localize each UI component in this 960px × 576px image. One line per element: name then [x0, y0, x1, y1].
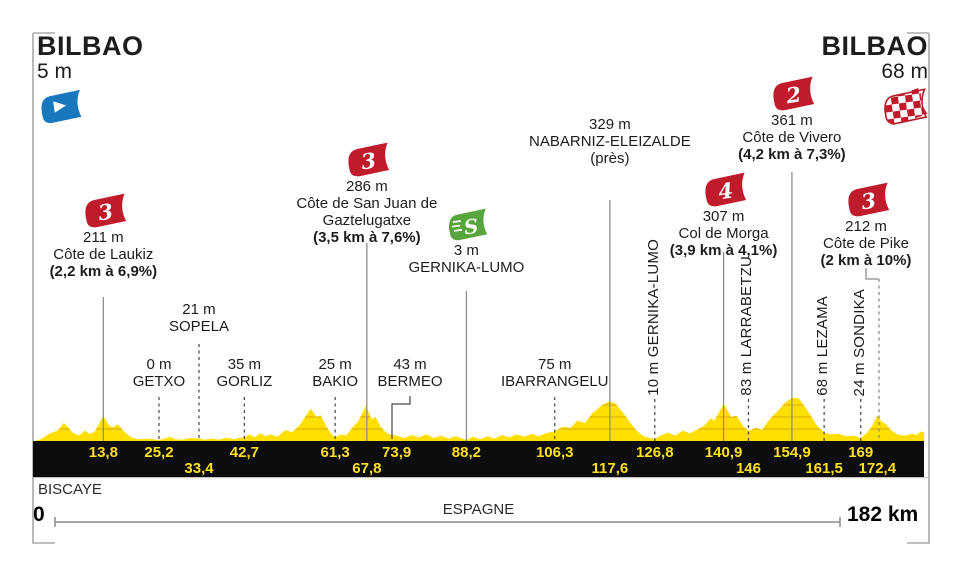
- elevation-value: 43 m: [393, 356, 427, 373]
- place-note: (près): [590, 149, 630, 167]
- elevation-value: 3 m: [453, 242, 479, 259]
- place-name: SOPELA: [168, 317, 229, 335]
- region-label: BISCAYE: [38, 481, 102, 498]
- km-mark-c-te-de-laukiz: 13,8: [88, 444, 118, 461]
- category-2-pennant-icon: 2: [773, 76, 815, 111]
- place-name: Côte de Vivero: [742, 128, 842, 146]
- svg-text:4: 4: [717, 178, 735, 205]
- place-name: GETXO: [132, 372, 186, 390]
- svg-text:S: S: [463, 214, 480, 240]
- start-elevation: 5 m: [37, 60, 73, 84]
- svg-text:3: 3: [96, 199, 114, 226]
- frame-left: [32, 33, 55, 544]
- place-name: GERNIKA-LUMO: [408, 258, 525, 276]
- start-header: BILBAO 5 m: [37, 32, 144, 130]
- leader-line-c-te-de-pike: [865, 268, 879, 280]
- climb-gradient: (2 km à 10%): [820, 251, 912, 269]
- finish-header: BILBAO 68 m: [822, 32, 929, 130]
- climb-gradient: (3,9 km à 4,1%): [669, 241, 778, 259]
- km-mark-c-te-de-pike: 172,4: [858, 460, 897, 477]
- leader-line-bermeo: [391, 396, 411, 439]
- elevation-value: 211 m: [83, 229, 124, 246]
- km-mark-c-te-de-san-juan-de-gaztelugatxe: 67,8: [352, 460, 382, 477]
- elevation-value: 0 m: [146, 356, 172, 373]
- start-flag-icon: [41, 90, 82, 124]
- distance-bar: [33, 441, 924, 477]
- town-label-gernika-lumo: 10 m GERNIKA-LUMO: [644, 239, 662, 396]
- place-name: Côte de Pike: [823, 234, 909, 252]
- category-3-pennant-icon: 3: [348, 142, 390, 177]
- svg-text:2: 2: [784, 82, 803, 109]
- elevation-area: [36, 397, 925, 441]
- category-3-pennant-icon: 3: [85, 193, 127, 228]
- elevation-value: 307 m: [702, 208, 745, 225]
- place-name: NABARNIZ-ELEIZALDE: [529, 132, 691, 150]
- town-label-larrabetzu: 83 m LARRABETZU: [738, 256, 756, 396]
- category-4-pennant-icon: 4: [705, 172, 747, 207]
- elevation-value: 35 m: [227, 356, 262, 373]
- km-mark-sondika: 169: [848, 444, 874, 461]
- km-mark-ibarrangelu: 106,3: [535, 444, 574, 461]
- elevation-value: 75 m: [538, 356, 572, 373]
- elevation-value: 329 m: [589, 116, 631, 133]
- finish-city: BILBAO: [821, 31, 928, 61]
- total-distance-label: 182 km: [847, 503, 919, 526]
- km-mark-gorliz: 42,7: [229, 444, 259, 461]
- start-city: BILBAO: [37, 31, 144, 61]
- town-label-lezama: 68 m LEZAMA: [814, 296, 832, 396]
- svg-text:3: 3: [859, 188, 877, 215]
- km-mark-larrabetzu: 146: [735, 460, 761, 477]
- place-name: BAKIO: [312, 372, 359, 390]
- km-mark-gernika-lumo: 126,8: [636, 444, 674, 461]
- km-mark-lezama: 161,5: [805, 460, 843, 477]
- km-mark-nabarniz-eleizalde: 117,6: [591, 460, 629, 477]
- km-mark-col-de-morga: 140,9: [704, 444, 743, 461]
- elevation-value: 25 m: [318, 356, 352, 373]
- frame-right: [907, 33, 930, 544]
- category-3-pennant-icon: 3: [847, 182, 889, 217]
- km-mark-bakio: 61,3: [320, 444, 350, 461]
- svg-text:3: 3: [360, 148, 378, 175]
- town-label-sondika: 24 m SONDIKA: [850, 288, 868, 396]
- km-mark-getxo: 25,2: [144, 444, 174, 461]
- country-label: ESPAGNE: [442, 501, 515, 518]
- km-mark-sopela: 33,4: [184, 460, 214, 477]
- place-name: IBARRANGELU: [500, 372, 609, 390]
- elevation-value: 212 m: [845, 218, 887, 235]
- finish-checkered-flag-icon: [882, 86, 929, 127]
- place-name: BERMEO: [377, 372, 443, 390]
- elevation-value: 286 m: [346, 178, 388, 195]
- climb-gradient: (4,2 km à 7,3%): [738, 145, 846, 163]
- km-mark-gernika-lumo: 88,2: [451, 444, 482, 461]
- distance-scale-line: [54, 517, 841, 527]
- km-mark-bermeo: 73,9: [382, 444, 412, 461]
- place-name: Côte de San Juan de Gaztelugatxe: [296, 194, 438, 229]
- place-name: GORLIZ: [216, 372, 273, 390]
- sprint-pennant-icon: S: [449, 208, 488, 241]
- place-name: Col de Morga: [678, 224, 769, 242]
- elevation-value: 21 m: [182, 301, 216, 318]
- scale-start-label: 0: [33, 503, 45, 526]
- place-name: Côte de Laukiz: [53, 245, 154, 263]
- climb-gradient: (2,2 km à 6,9%): [49, 262, 158, 280]
- elevation-value: 361 m: [771, 112, 813, 129]
- climb-gradient: (3,5 km à 7,6%): [313, 228, 421, 246]
- finish-elevation: 68 m: [881, 60, 928, 84]
- km-mark-c-te-de-vivero: 154,9: [773, 444, 811, 461]
